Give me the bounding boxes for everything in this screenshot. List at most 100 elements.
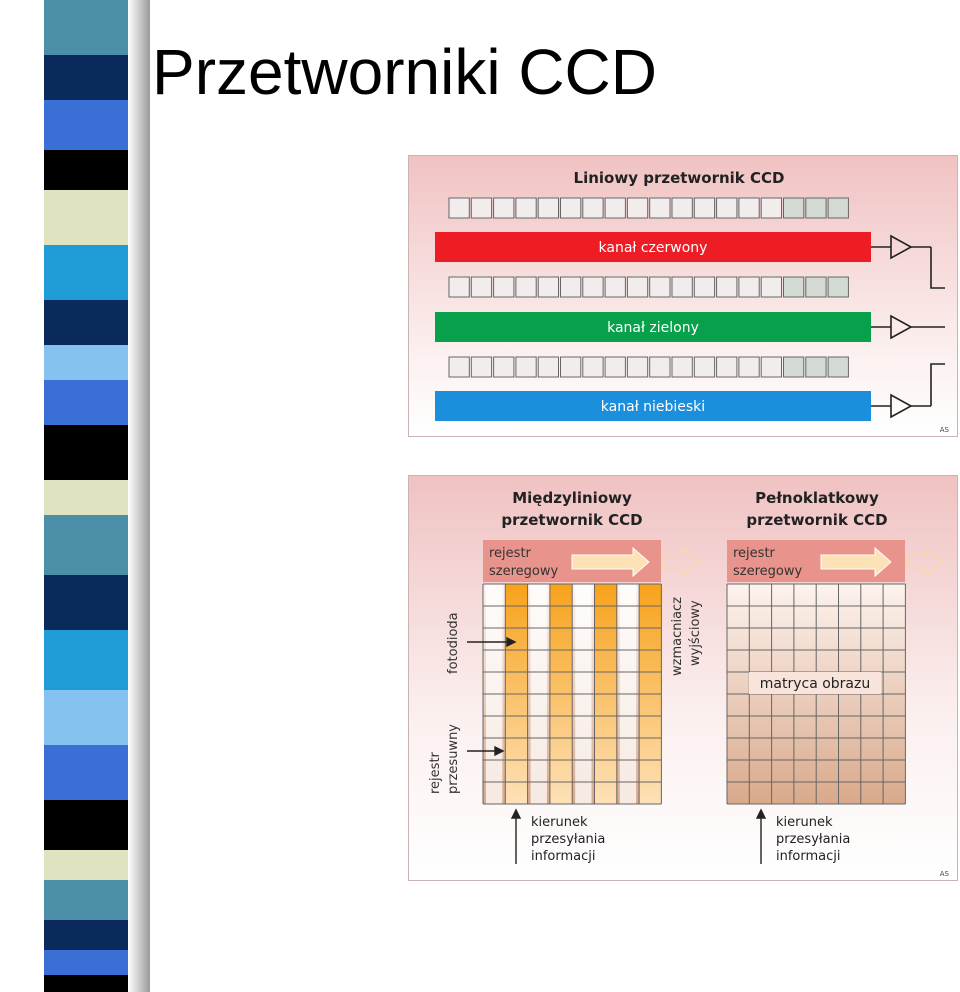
stripe-band <box>44 850 128 880</box>
pixel-cell <box>649 197 671 219</box>
author-signature: AS <box>940 426 950 434</box>
arrow-right-icon <box>571 546 650 578</box>
pixel-cell <box>493 197 515 219</box>
pixel-cell <box>626 356 649 378</box>
stripe-band <box>44 800 128 850</box>
direction-label: kierunek <box>776 815 833 830</box>
pixel-cell <box>515 356 537 378</box>
pixel-cell <box>537 197 559 219</box>
interline-subtitle: przetwornik CCD <box>501 511 642 529</box>
pixel-row-red <box>448 197 849 219</box>
pointer-arrow-icon <box>467 636 517 648</box>
stripe-band <box>44 55 128 100</box>
pixel-cell <box>537 276 559 298</box>
serial-register-label: szeregowy <box>733 564 802 579</box>
pixel-cell <box>738 197 760 219</box>
stripe-band <box>44 575 128 630</box>
decorative-stripe <box>0 0 150 992</box>
stripe-band <box>44 245 128 300</box>
pixel-cell <box>582 356 604 378</box>
pixel-cell <box>649 276 671 298</box>
pointer-arrow-icon <box>467 745 505 757</box>
stripe-band <box>44 480 128 515</box>
pixel-cell <box>560 197 582 219</box>
stripe-band <box>44 345 128 380</box>
pixel-cell <box>604 197 626 219</box>
stripe-band <box>44 300 128 345</box>
pixel-row-green <box>448 276 849 298</box>
blue-channel-label: kanał niebieski <box>601 399 705 415</box>
pixel-cell <box>805 356 827 378</box>
amplifier-icon <box>871 234 945 289</box>
pixel-cell <box>693 276 716 298</box>
stripe-margin <box>0 0 44 992</box>
pixel-cell <box>693 197 716 219</box>
stripe-band <box>44 975 128 992</box>
stripe-band <box>44 880 128 920</box>
stripe-band <box>44 190 128 245</box>
pixel-cell <box>560 356 582 378</box>
fullframe-title: Pełnoklatkowy <box>755 489 879 507</box>
green-channel-bar <box>435 312 871 342</box>
pixel-cell <box>560 276 582 298</box>
arrow-right-outline-icon <box>664 546 701 578</box>
pixel-cell <box>827 356 849 378</box>
arrow-up-icon <box>510 808 522 864</box>
pixel-cell <box>448 356 470 378</box>
output-amplifier-label: wzmacniacz <box>670 597 685 676</box>
pixel-cell <box>604 276 626 298</box>
pixel-cell <box>693 356 716 378</box>
fullframe-subtitle: przetwornik CCD <box>746 511 887 529</box>
pixel-cell <box>582 197 604 219</box>
interline-title: Międzyliniowy <box>512 489 632 507</box>
direction-label: informacji <box>531 849 596 864</box>
photodiode-label: fotodioda <box>446 612 461 674</box>
serial-register-label: rejestr <box>733 546 776 561</box>
pixel-cell <box>448 276 470 298</box>
pixel-cell <box>760 356 783 378</box>
pixel-cell <box>760 197 783 219</box>
blue-channel-bar <box>435 391 871 421</box>
pixel-cell <box>738 276 760 298</box>
pixel-cell <box>493 276 515 298</box>
red-channel-label: kanał czerwony <box>599 240 708 256</box>
pixel-cell <box>671 276 693 298</box>
arrow-up-icon <box>755 808 767 864</box>
stripe-band <box>44 150 128 190</box>
interline-pixel-grid <box>482 583 662 805</box>
shift-register-label: rejestr <box>428 751 443 794</box>
pixel-cell <box>537 356 559 378</box>
author-signature: AS <box>940 870 950 878</box>
pixel-cell <box>805 197 827 219</box>
pixel-cell <box>470 197 493 219</box>
pixel-cell <box>582 276 604 298</box>
green-channel-label: kanał zielony <box>607 320 699 336</box>
pixel-cell <box>716 356 738 378</box>
pixel-cell <box>760 276 783 298</box>
slide-title: Przetworniki CCD <box>152 36 657 108</box>
stripe-band <box>44 690 128 745</box>
arrow-right-outline-icon <box>908 546 945 578</box>
stripe-band <box>44 920 128 950</box>
pixel-cell <box>515 276 537 298</box>
pixel-cell <box>783 197 805 219</box>
matrix-ccd-diagram: Międzyliniowy przetwornik CCD rejestr sz… <box>408 475 958 881</box>
direction-label: informacji <box>776 849 841 864</box>
stripe-band <box>44 630 128 690</box>
pixel-cell <box>827 197 849 219</box>
stripe-band <box>44 100 128 150</box>
pixel-cell <box>738 356 760 378</box>
pixel-cell <box>470 356 493 378</box>
stripe-band <box>44 515 128 575</box>
pixel-cell <box>827 276 849 298</box>
serial-register-label: rejestr <box>489 546 532 561</box>
pixel-cell <box>783 276 805 298</box>
direction-label: kierunek <box>531 815 588 830</box>
pixel-row-blue <box>448 356 849 378</box>
amplifier-icon <box>871 314 945 340</box>
pixel-cell <box>470 276 493 298</box>
stripe-band <box>44 0 128 55</box>
stripe-band <box>44 425 128 480</box>
pixel-cell <box>493 356 515 378</box>
red-channel-bar <box>435 232 871 262</box>
